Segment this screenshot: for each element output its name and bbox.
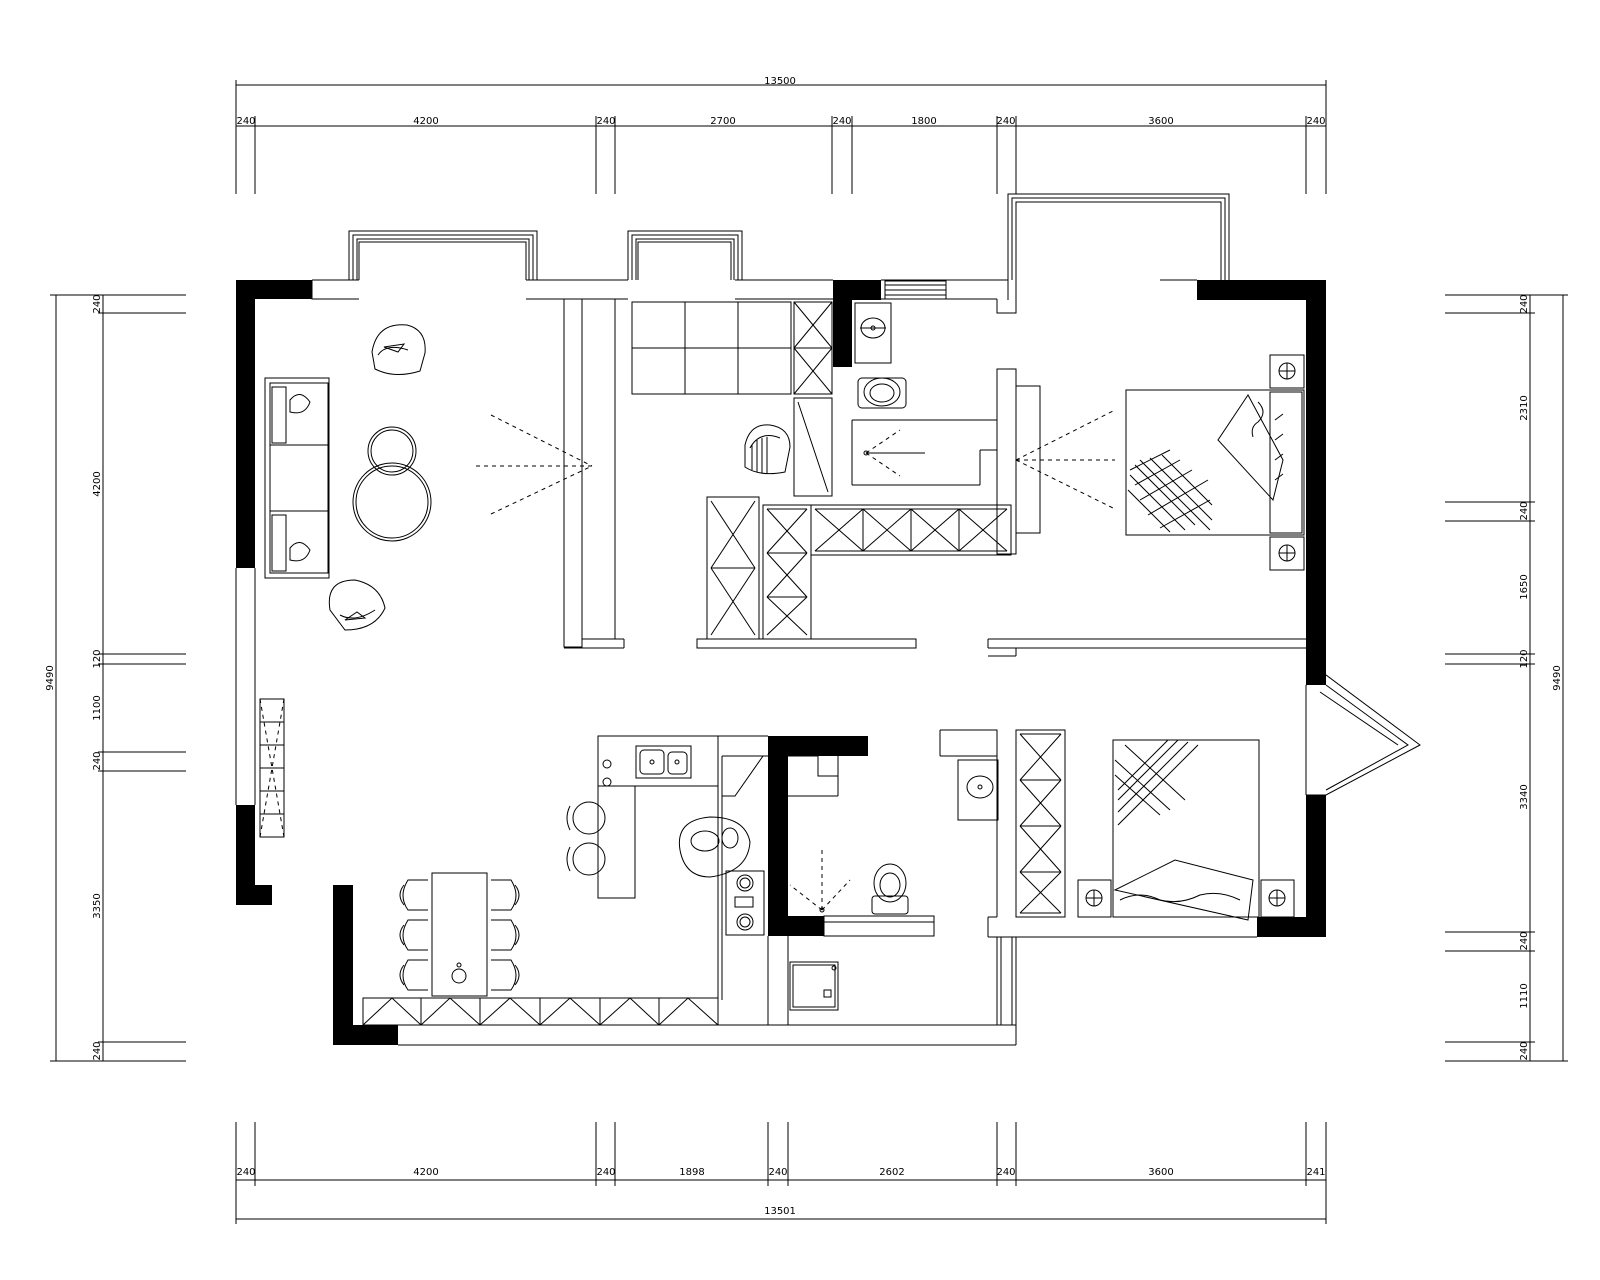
dim-top-seg: 240 — [832, 116, 851, 127]
washbasin-icon — [957, 759, 999, 821]
dim-right-seg: 240 — [1519, 1041, 1530, 1060]
dim-top-seg: 3600 — [1148, 116, 1173, 127]
dim-bottom-total: 13501 — [764, 1206, 796, 1217]
washing-machine-icon — [789, 961, 839, 1011]
dim-bottom-seg: 1898 — [679, 1167, 704, 1178]
bed-icon — [1112, 739, 1260, 921]
bottom-dimension-chain: 240 4200 240 1898 240 2602 240 3600 241 … — [235, 1122, 1327, 1224]
study-room — [631, 301, 1012, 640]
dim-right-seg: 1650 — [1519, 574, 1530, 599]
dim-bottom-seg: 240 — [768, 1167, 787, 1178]
wardrobe-icon — [1015, 729, 1066, 918]
dining-area — [362, 872, 719, 1026]
dim-top-seg: 1800 — [911, 116, 936, 127]
dim-top-seg: 2700 — [710, 116, 735, 127]
dim-right-seg: 2310 — [1519, 395, 1530, 420]
dim-left-seg: 3350 — [92, 893, 103, 918]
dim-right-seg: 240 — [1519, 931, 1530, 950]
chair-icon — [744, 424, 791, 475]
dim-bottom-seg: 241 — [1306, 1167, 1325, 1178]
dim-right-seg: 1110 — [1519, 983, 1530, 1008]
dim-bottom-seg: 240 — [236, 1167, 255, 1178]
nightstand-icon — [1269, 354, 1305, 389]
nightstand-icon — [1269, 536, 1305, 571]
master-bedroom — [1015, 354, 1305, 571]
dim-left-seg: 120 — [92, 649, 103, 668]
dim-left-seg: 240 — [92, 751, 103, 770]
dim-left-seg: 4200 — [92, 471, 103, 496]
main-bathroom — [854, 280, 947, 477]
top-dimension-chain: 13500 240 4200 240 2700 240 1800 240 360… — [235, 76, 1327, 194]
right-dimension-chain: 9490 240 2310 240 1650 120 3340 240 1110… — [1445, 294, 1568, 1062]
dim-top-seg: 240 — [236, 116, 255, 127]
dim-top-seg: 240 — [1306, 116, 1325, 127]
dim-top-seg: 240 — [596, 116, 615, 127]
shower-icon — [789, 850, 851, 913]
dim-bottom-seg: 3600 — [1148, 1167, 1173, 1178]
nightstand-icon — [1260, 879, 1295, 918]
dim-right-seg: 240 — [1519, 501, 1530, 520]
left-dimension-chain: 9490 240 4200 120 1100 240 3350 240 — [45, 294, 186, 1062]
coffee-table-icon — [352, 462, 432, 542]
washbasin-icon — [854, 302, 892, 364]
dim-right-seg: 240 — [1519, 294, 1530, 313]
toilet-icon — [857, 377, 907, 409]
dim-right-seg: 120 — [1519, 649, 1530, 668]
dining-chair-icon — [566, 801, 606, 876]
dim-bottom-seg: 240 — [996, 1167, 1015, 1178]
stove-icon — [725, 870, 765, 936]
dim-bottom-seg: 2602 — [879, 1167, 904, 1178]
floor-mat-icon — [678, 816, 751, 878]
dining-table-icon — [431, 872, 488, 997]
dim-left-seg: 240 — [92, 1041, 103, 1060]
dim-top-total: 13500 — [764, 76, 796, 87]
toilet-icon — [871, 863, 909, 915]
dim-right-total: 9490 — [1552, 665, 1563, 690]
sofa-icon — [264, 377, 330, 579]
living-room — [259, 324, 593, 838]
kitchen — [566, 735, 765, 936]
bed-icon — [1125, 389, 1305, 536]
dim-left-seg: 240 — [92, 294, 103, 313]
sink-icon — [635, 745, 692, 779]
armchair-icon — [371, 324, 426, 375]
side-table-icon — [367, 426, 417, 476]
dim-left-seg: 1100 — [92, 695, 103, 720]
dim-top-seg: 4200 — [413, 116, 438, 127]
armchair-icon — [328, 579, 386, 631]
shower-icon — [863, 429, 925, 477]
guest-bathroom — [789, 850, 909, 1011]
second-bedroom — [957, 729, 1295, 921]
dim-top-seg: 240 — [996, 116, 1015, 127]
dining-chair-icon — [399, 879, 520, 991]
structural-walls — [236, 280, 1326, 1045]
dim-left-total: 9490 — [45, 665, 56, 690]
nightstand-icon — [1077, 879, 1112, 918]
kitchen-counter-icon — [597, 735, 719, 787]
dim-bottom-seg: 240 — [596, 1167, 615, 1178]
dim-right-seg: 3340 — [1519, 784, 1530, 809]
dim-bottom-seg: 4200 — [413, 1167, 438, 1178]
cabinet-icon — [706, 496, 760, 640]
